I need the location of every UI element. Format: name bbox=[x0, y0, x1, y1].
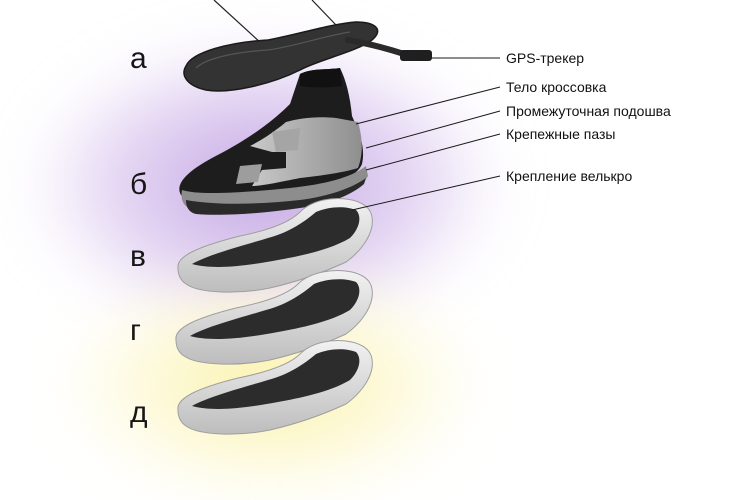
sole-cavity bbox=[190, 279, 360, 339]
front-strap bbox=[236, 164, 262, 184]
layer-letter-d: д bbox=[130, 396, 148, 429]
outsole-band bbox=[186, 178, 366, 215]
midsole-callout-line bbox=[365, 110, 501, 149]
sole-cavity bbox=[192, 349, 360, 409]
sole-layer-g bbox=[175, 270, 373, 365]
callout-velcro-fastener: Крепление велькро bbox=[506, 168, 633, 184]
callout-gps-tracker: GPS-трекер bbox=[506, 50, 585, 66]
sole-cavity bbox=[192, 207, 360, 267]
insole bbox=[183, 21, 379, 92]
callout-midsole: Промежуточная подошва bbox=[506, 103, 671, 119]
callout-shoe-body: Тело кроссовка bbox=[506, 79, 607, 95]
body-callout-line bbox=[355, 86, 501, 125]
sole-layer-v bbox=[177, 198, 373, 293]
layer-letter-g: г bbox=[130, 314, 141, 347]
layer-letter-a: а bbox=[130, 42, 147, 75]
sole-layer-d bbox=[177, 340, 373, 435]
mid-strap bbox=[272, 128, 300, 152]
shoe-upper-layer bbox=[179, 68, 368, 215]
layer-letter-b: б bbox=[130, 168, 148, 201]
gps-tracker-module bbox=[400, 50, 432, 61]
collar bbox=[300, 68, 342, 88]
exploded-shoe-diagram: а б в г д GPS-трекер Тело кроссовка Пром… bbox=[30, 0, 671, 500]
insole-edge-highlight bbox=[195, 31, 351, 69]
shoe-layers-illustration bbox=[175, 0, 501, 435]
slots-callout-line bbox=[365, 133, 501, 171]
velcro-callout-line bbox=[351, 175, 501, 211]
insole-leader-line-2 bbox=[311, 0, 337, 26]
insole-leader-line-1 bbox=[213, 0, 263, 45]
layer-letter-v: в bbox=[130, 240, 146, 273]
insole-layer bbox=[183, 0, 432, 92]
callout-mounting-slots: Крепежные пазы bbox=[506, 126, 616, 142]
